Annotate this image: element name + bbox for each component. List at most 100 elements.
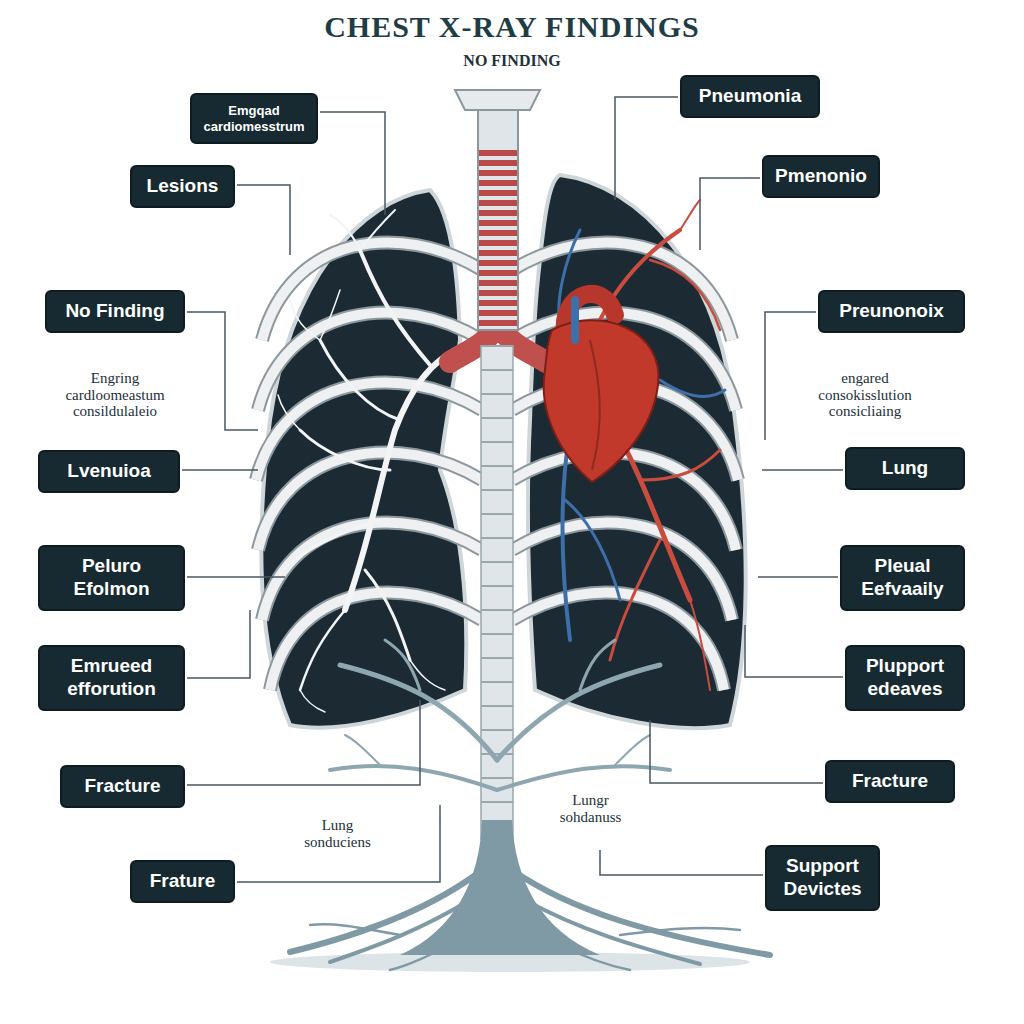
leader-line: [700, 178, 760, 250]
finding-box: Lvenuioa: [38, 450, 180, 493]
finding-label: Lvenuioa: [50, 460, 168, 483]
root: [390, 945, 450, 970]
finding-label: Emgqad cardiomesstrum: [202, 103, 306, 134]
leader-line: [600, 850, 763, 875]
leader-line: [650, 720, 823, 783]
branch: [340, 665, 497, 760]
finding-box: Peluro Efolmon: [38, 545, 185, 611]
finding-box: Emgqad cardiomesstrum: [190, 93, 318, 144]
finding-label: Emrueed efforution: [50, 655, 173, 701]
bronchus: [300, 610, 345, 690]
vein: [565, 500, 620, 600]
finding-box: Preunonoix: [818, 290, 965, 333]
finding-box: Emrueed efforution: [38, 645, 185, 711]
leader-line: [187, 700, 420, 785]
diagram-title: CHEST X-RAY FINDINGS: [0, 10, 1024, 44]
finding-label: Lesions: [142, 175, 223, 198]
annotation-text: Engring cardloomeastum consildulaleio: [40, 368, 190, 422]
vena-cava: [571, 300, 579, 340]
leader-line: [745, 625, 843, 677]
leader-lines: [182, 97, 843, 882]
finding-label: Pmenonio: [774, 165, 868, 188]
annotation-text: Lung sonduciens: [290, 815, 385, 852]
artery: [650, 260, 720, 330]
root: [310, 924, 400, 935]
annotation-text: Lungr sohdanuss: [548, 790, 633, 827]
root: [620, 928, 740, 935]
leader-line: [320, 112, 385, 215]
leader-line: [187, 576, 285, 578]
branch: [580, 640, 615, 690]
finding-box: Support Devictes: [765, 845, 880, 911]
finding-box: No Finding: [45, 290, 185, 333]
finding-box: Frature: [130, 860, 235, 903]
finding-label: Pneumonia: [692, 85, 808, 108]
leader-line: [762, 469, 843, 471]
branch: [330, 766, 497, 790]
bronchiole: [275, 560, 295, 590]
root: [525, 900, 700, 964]
bronchus: [320, 340, 400, 420]
finding-label: Pleual Eefvaaily: [852, 555, 953, 601]
vein: [660, 380, 725, 397]
finding-label: Plupport edeaves: [857, 655, 953, 701]
ribs: [512, 242, 738, 690]
finding-label: Support Devictes: [777, 855, 868, 901]
root: [330, 900, 470, 962]
finding-label: Peluro Efolmon: [50, 555, 173, 601]
spine-edge: [480, 345, 482, 840]
bronchus: [345, 345, 465, 610]
vein: [563, 430, 571, 640]
artery: [680, 200, 700, 230]
vertebra-lines: [481, 345, 513, 840]
finding-label: Fracture: [72, 775, 173, 798]
subtitle: NO FINDING: [412, 50, 612, 72]
bronchus: [360, 250, 430, 365]
leader-line: [237, 185, 290, 255]
bronchus: [365, 570, 410, 660]
tree-branches: [330, 640, 670, 790]
artery: [640, 450, 720, 480]
heart: [544, 320, 659, 482]
leader-line: [237, 805, 440, 882]
larynx: [455, 90, 540, 110]
bronchiole: [360, 210, 395, 250]
branch: [345, 735, 380, 765]
artery: [610, 540, 660, 660]
leader-line: [187, 610, 250, 678]
finding-box: Pneumonia: [680, 75, 820, 118]
leader-line: [187, 312, 258, 430]
artery: [690, 600, 710, 690]
finding-label: Frature: [142, 870, 223, 893]
trachea: [478, 110, 518, 330]
finding-box: Lesions: [130, 165, 235, 208]
rib-outline: [256, 242, 482, 690]
finding-box: Fracture: [60, 765, 185, 808]
bronchiole: [278, 395, 300, 430]
finding-label: Preunonoix: [830, 300, 953, 323]
finding-box: Fracture: [825, 760, 955, 803]
bronchiole: [300, 690, 325, 712]
leader-line: [182, 469, 258, 471]
spine-edge: [512, 345, 514, 840]
finding-label: Lung: [857, 457, 953, 480]
bronchiole: [330, 215, 360, 250]
finding-box: Pmenonio: [762, 155, 880, 198]
spine: [481, 345, 513, 840]
rib-outline: [512, 242, 738, 690]
finding-label: No Finding: [57, 300, 173, 323]
branch: [615, 735, 650, 765]
finding-box: Plupport edeaves: [845, 645, 965, 711]
bronchiole: [290, 300, 320, 340]
tracheal-rings: [479, 150, 517, 328]
bronchial-tree: [275, 210, 465, 712]
leader-line: [758, 576, 838, 578]
leader-line: [615, 97, 678, 200]
bronchus: [300, 430, 390, 470]
ribs: [256, 242, 482, 690]
heart-groove: [590, 340, 600, 470]
finding-box: Lung: [845, 447, 965, 490]
branch: [497, 766, 670, 790]
annotation-text: engared consokisslution consicliaing: [795, 368, 935, 422]
branch: [385, 640, 420, 690]
